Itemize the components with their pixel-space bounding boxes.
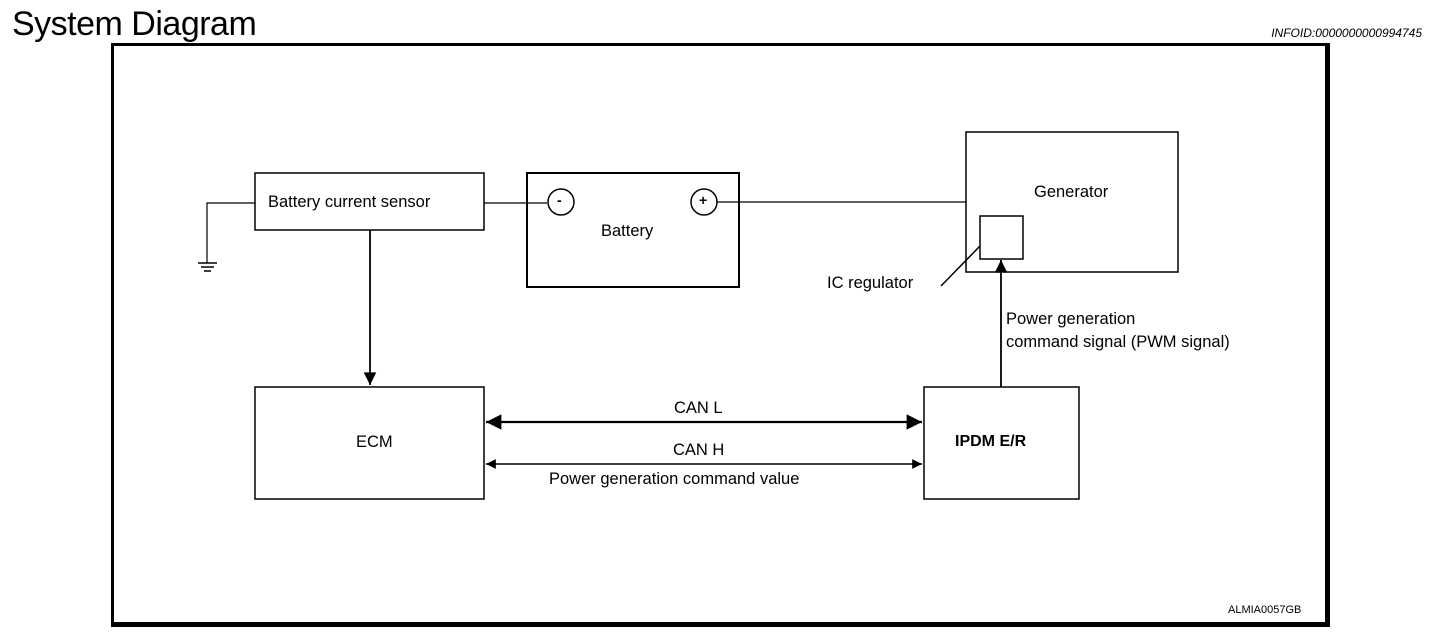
battery-negative-label: - [557,192,562,208]
figure-reference: ALMIA0057GB [1228,604,1302,616]
generator-box [965,131,1179,273]
ic-regulator-label: IC regulator [827,274,914,292]
battery-positive-label: + [699,192,708,208]
ipdm-label: IPDM E/R [955,433,1027,450]
ecm-box [254,386,485,500]
ic-regulator-leader [940,245,981,287]
battery-label: Battery [601,222,654,240]
ground-icon [198,202,255,272]
can-h-label: CAN H [673,441,725,459]
generator-label: Generator [1034,183,1109,201]
diagram-frame [111,43,1330,627]
ecm-label: ECM [356,433,393,451]
can-l-label: CAN L [674,399,723,417]
page-title: System Diagram [12,5,257,43]
pwm-signal-label-line2: command signal (PWM signal) [1006,333,1230,351]
battery-box [526,172,740,288]
battery-current-sensor-label: Battery current sensor [268,193,431,211]
info-id: INFOID:0000000000994745 [1271,26,1422,40]
ic-regulator-box [979,215,1024,260]
command-value-label: Power generation command value [549,470,800,488]
battery-negative-terminal-icon [547,188,575,216]
pwm-signal-label-line1: Power generation [1006,310,1136,328]
